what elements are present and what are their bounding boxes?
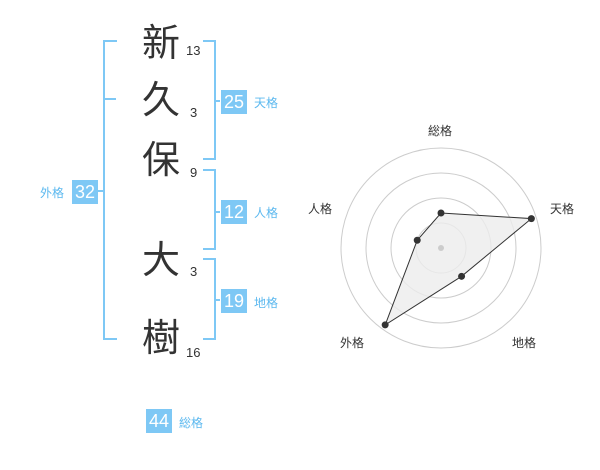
soukaku-label: 総格 <box>179 416 204 430</box>
radar-axis-label-soukaku: 総格 <box>428 124 453 138</box>
jinkaku-label: 人格 <box>254 206 279 220</box>
name-char-1: 新 <box>141 21 180 65</box>
stroke-count-3: 9 <box>190 165 198 180</box>
stroke-count-4: 3 <box>190 264 198 279</box>
chikaku-label: 地格 <box>254 296 279 310</box>
radar-point-2 <box>458 272 466 280</box>
name-char-3: 保 <box>141 138 180 182</box>
radar-point-4 <box>413 236 421 244</box>
radar-axis-label-jinkaku: 人格 <box>308 202 333 216</box>
name-char-2: 久 <box>141 78 180 122</box>
radar-ring-3 <box>365 172 517 324</box>
jinkaku-badge: 12 <box>221 200 247 224</box>
tenkaku-badge: 25 <box>221 90 247 114</box>
radar-point-3 <box>381 321 389 329</box>
gaikaku-label: 外格 <box>40 186 65 200</box>
radar-axis-label-gaikaku: 外格 <box>340 336 365 350</box>
gaikaku-badge: 32 <box>72 180 98 204</box>
radar-axis-label-chikaku: 地格 <box>512 336 537 350</box>
radar-ring-4 <box>340 147 542 349</box>
tenkaku-label: 天格 <box>254 96 279 110</box>
name-char-4: 大 <box>141 238 180 282</box>
soukaku-badge: 44 <box>146 409 172 433</box>
stroke-count-5: 16 <box>186 345 201 360</box>
chikaku-badge: 19 <box>221 289 247 313</box>
jinkaku-bracket <box>203 169 216 250</box>
radar-center-dot <box>438 245 444 251</box>
stroke-count-1: 13 <box>186 43 201 58</box>
radar-axis-label-tenkaku: 天格 <box>550 202 575 216</box>
stroke-count-2: 3 <box>190 105 198 120</box>
name-char-5: 樹 <box>141 316 180 360</box>
radar-point-0 <box>437 209 445 217</box>
radar-polygon <box>384 212 533 327</box>
radar-point-1 <box>527 215 535 223</box>
